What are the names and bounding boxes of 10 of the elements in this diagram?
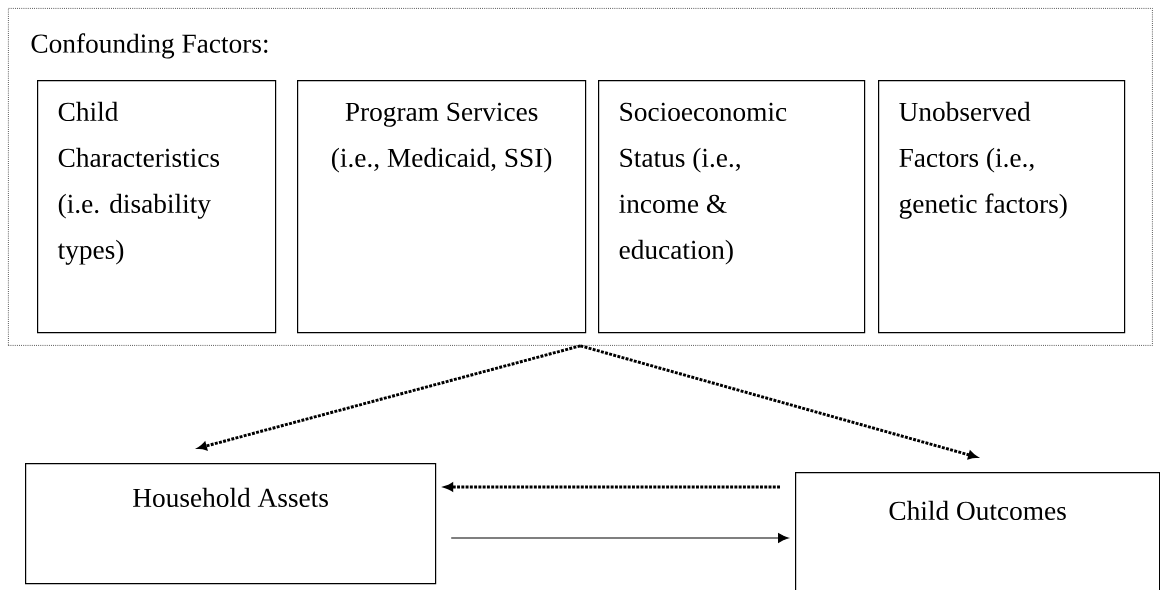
factor-box: Unobserved Factors (i.e., genetic factors): [878, 80, 1126, 334]
process-box: Child Outcomes: [795, 472, 1160, 590]
arrow: [444, 482, 780, 492]
arrow: [197, 344, 581, 451]
factor-box: Child Characteristics (i.e. disability types): [37, 80, 277, 334]
process-box: Household Assets: [25, 463, 437, 585]
factor-box: Socioeconomic Status (i.e., income & education): [598, 80, 866, 334]
arrow: [450, 533, 789, 543]
factor-box: Program Services (i.e., Medicaid, SSI): [297, 80, 587, 334]
arrow: [580, 344, 978, 460]
